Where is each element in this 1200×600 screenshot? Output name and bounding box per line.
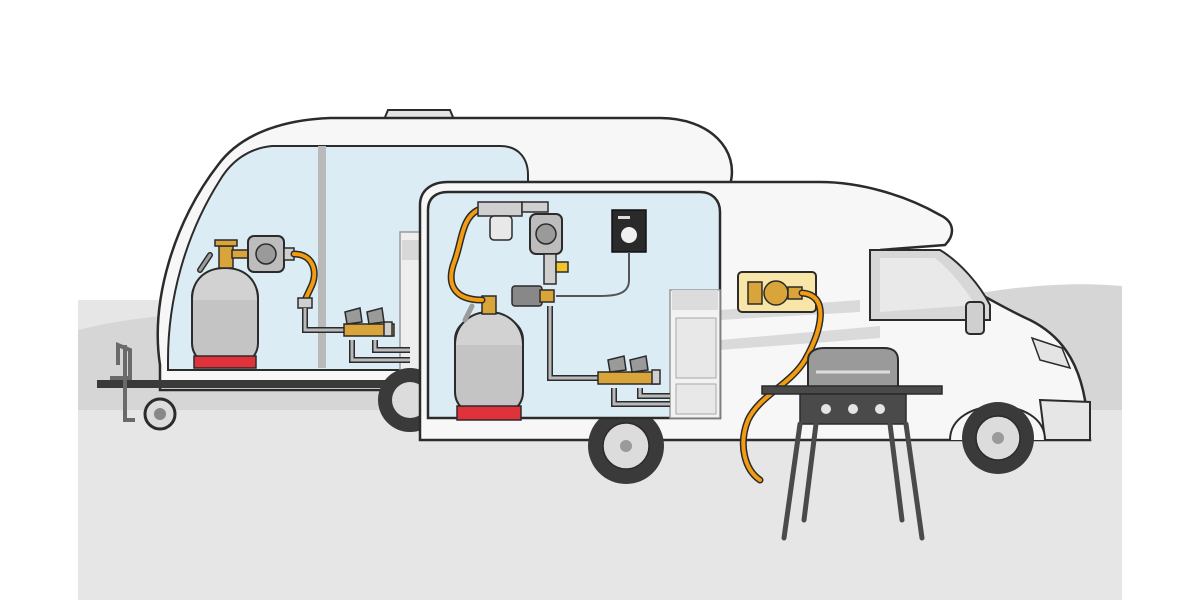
caravan-gas-cylinder bbox=[191, 252, 259, 369]
barbecue-grill bbox=[761, 347, 943, 541]
caravan-shutoff-valves bbox=[343, 307, 395, 337]
motorhome-gas-cylinder bbox=[454, 295, 524, 421]
external-gas-outlet bbox=[737, 271, 817, 313]
burner-knob bbox=[875, 404, 885, 414]
caravan-regulator bbox=[214, 235, 295, 273]
gas-regulator bbox=[521, 201, 569, 285]
control-panel bbox=[611, 209, 647, 253]
burner-knob bbox=[821, 404, 831, 414]
motorhome-gas-hose bbox=[449, 208, 484, 302]
motorhome-front-wheel bbox=[949, 402, 1046, 474]
motorhome-rear-wheel bbox=[588, 408, 664, 484]
motorhome-gas-system bbox=[447, 201, 670, 421]
caravan-gas-system bbox=[191, 235, 410, 369]
side-mirror bbox=[965, 301, 985, 335]
motorhome-gas-pipe bbox=[548, 306, 600, 380]
headlight bbox=[1030, 336, 1072, 370]
motorhome-shutoff-valves bbox=[597, 355, 661, 385]
stove-cabinet bbox=[669, 289, 721, 419]
gas-filter bbox=[477, 201, 523, 241]
gas-sensor bbox=[511, 285, 543, 307]
burner-knob bbox=[848, 404, 858, 414]
